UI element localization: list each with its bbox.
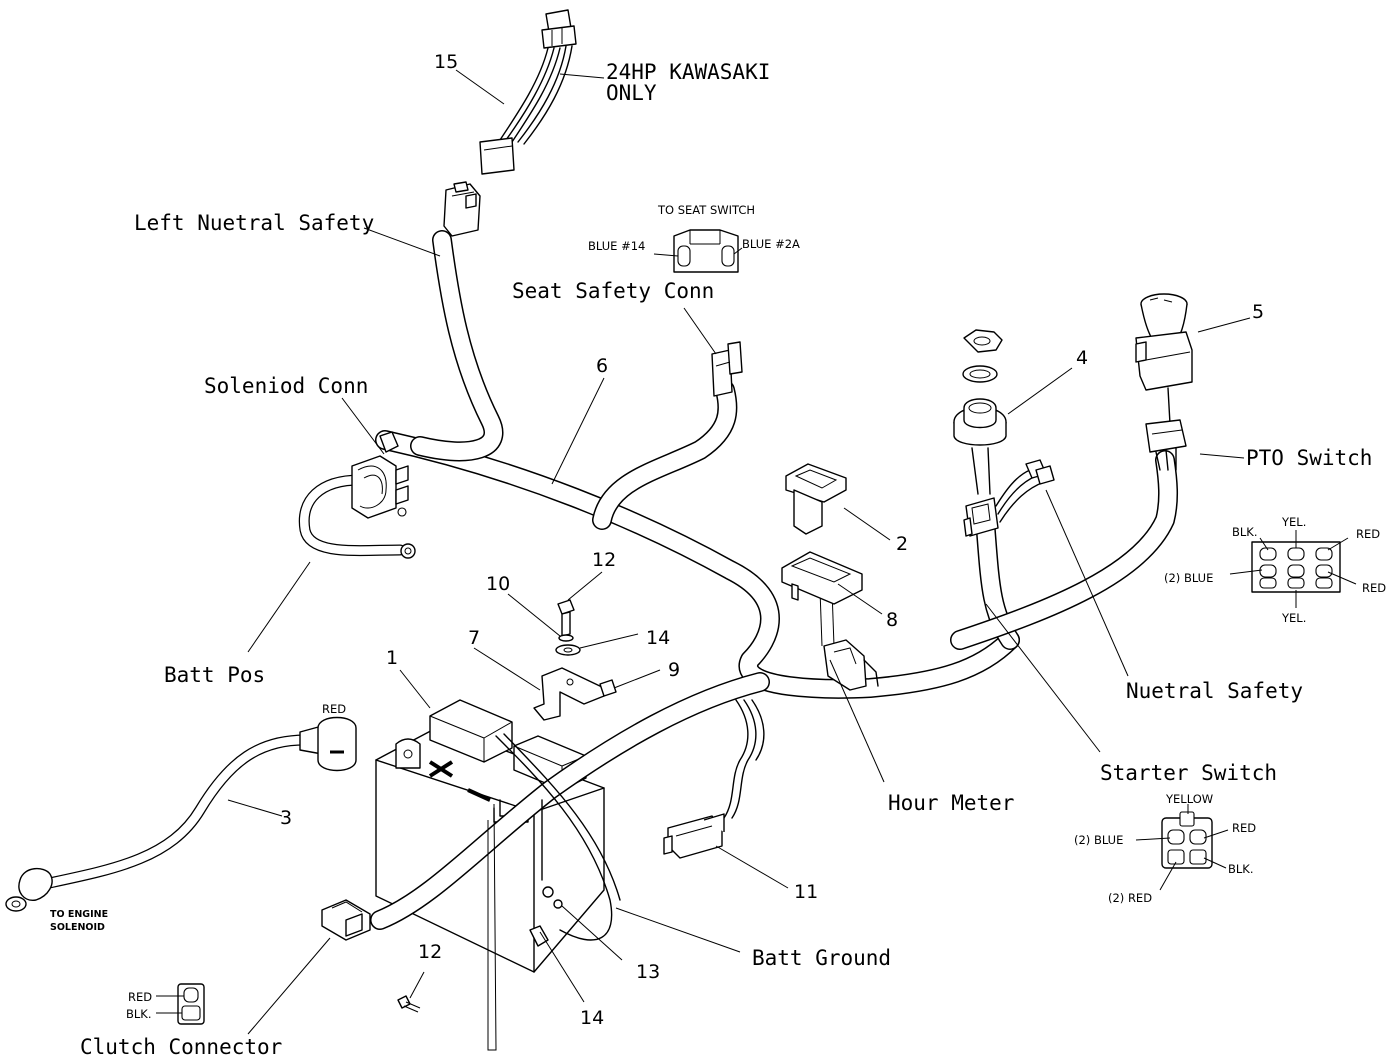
clutch-connector: [321, 899, 371, 941]
part-12-bottom-bolt: [397, 995, 421, 1013]
cable-3-color-label: RED: [322, 702, 346, 716]
neutral-safety-wires: [995, 459, 1055, 523]
pto-pin-yel-top: YEL.: [1281, 515, 1306, 529]
label-solenoid: SOLENOID: [50, 922, 105, 933]
part-4-key-switch: [953, 329, 1007, 495]
part-15-adapter-harness: [479, 9, 577, 175]
part-number-3: 3: [280, 807, 292, 829]
clutch-connector-pinout: [156, 983, 205, 1025]
part-number-9: 9: [668, 659, 680, 681]
part-number-2: 2: [896, 533, 908, 555]
pto-pin-blue: (2) BLUE: [1164, 571, 1213, 585]
clutch-pin-blk: BLK.: [126, 1007, 152, 1021]
left-neutral-safety-connector: [443, 181, 481, 237]
starter-pin-blk: BLK.: [1228, 862, 1254, 876]
solenoid-connector: [351, 431, 409, 519]
seat-switch-left-wire: BLUE #14: [588, 239, 645, 253]
pto-switch-connector: [1145, 419, 1187, 471]
part-10-lock-washer: [558, 634, 574, 642]
battery-ground-cable: [495, 733, 621, 941]
seat-switch-pinout: [653, 229, 743, 273]
label-neutral-safety: Nuetral Safety: [1126, 679, 1303, 703]
part-number-7: 7: [468, 627, 480, 649]
part-7-battery-bracket: [533, 667, 605, 721]
part-number-12-bottom: 12: [418, 941, 442, 963]
pto-pin-blk: BLK.: [1232, 525, 1258, 539]
starter-switch-connector: [963, 497, 999, 537]
label-to-engine: TO ENGINE: [50, 909, 108, 920]
starter-pin-red: RED: [1232, 821, 1256, 835]
label-solenoid-conn: Soleniod Conn: [204, 374, 368, 398]
part-number-15: 15: [434, 51, 458, 73]
part-number-5: 5: [1252, 301, 1264, 323]
part-2-hour-meter: [785, 463, 847, 535]
cable-3: [5, 716, 357, 912]
part-5-pto-switch: [1135, 293, 1193, 425]
part-number-14-top: 14: [646, 627, 670, 649]
hour-meter-connector: [823, 639, 879, 691]
part-number-14-bottom: 14: [580, 1007, 604, 1029]
seat-switch-title: TO SEAT SWITCH: [657, 203, 755, 217]
pto-pin-yel-bottom: YEL.: [1281, 611, 1306, 625]
part-number-13: 13: [636, 961, 660, 983]
seat-safety-connector: [711, 341, 743, 397]
part-number-10: 10: [486, 573, 510, 595]
clutch-pin-red: RED: [128, 990, 152, 1004]
label-pto-switch: PTO Switch: [1246, 446, 1372, 470]
starter-pin-red2: (2) RED: [1108, 891, 1152, 905]
part-8-mount-bracket: [781, 551, 863, 605]
seat-switch-right-wire: BLUE #2A: [742, 237, 800, 251]
pto-switch-pinout: [1229, 530, 1357, 608]
part-9-clip: [599, 679, 617, 697]
label-batt-ground: Batt Ground: [752, 946, 891, 970]
part-12-bolt: [557, 599, 575, 637]
label-batt-pos: Batt Pos: [164, 663, 265, 687]
pto-pin-red-right: RED: [1362, 581, 1386, 595]
part-number-12-top: 12: [592, 549, 616, 571]
part-number-4: 4: [1076, 347, 1088, 369]
pto-pin-red-top: RED: [1356, 527, 1380, 541]
starter-switch-pinout: [1135, 804, 1229, 891]
starter-pin-blue: (2) BLUE: [1074, 833, 1123, 847]
part-number-1: 1: [386, 647, 398, 669]
part-number-6: 6: [596, 355, 608, 377]
starter-pin-yellow: YELLOW: [1165, 792, 1213, 806]
label-kawasaki-only: ONLY: [606, 81, 657, 105]
label-left-neutral-safety: Left Nuetral Safety: [134, 211, 374, 235]
part-14-washer: [555, 644, 581, 656]
label-hour-meter: Hour Meter: [888, 791, 1014, 815]
main-harness: [370, 230, 1178, 930]
label-24hp-kawasaki: 24HP KAWASAKI: [606, 60, 770, 84]
battery-positive-lead: [298, 474, 416, 559]
leader-lines: [227, 69, 1251, 1051]
label-seat-safety-conn: Seat Safety Conn: [512, 279, 714, 303]
part-11-connector: [663, 699, 765, 859]
label-starter-switch: Starter Switch: [1100, 761, 1277, 785]
part-number-11: 11: [794, 881, 818, 903]
label-clutch-connector: Clutch Connector: [80, 1035, 282, 1059]
part-number-8: 8: [886, 609, 898, 631]
